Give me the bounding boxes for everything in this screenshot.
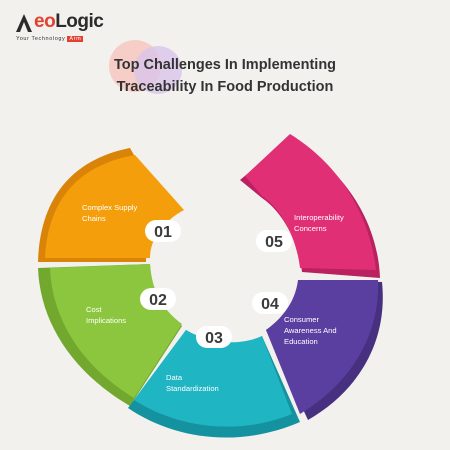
badge-04-number: 04	[261, 296, 279, 313]
page-title: Top Challenges In Implementing Traceabil…	[0, 54, 450, 98]
segment-03	[128, 330, 300, 438]
segment-01-label: Complex Supply Chains	[82, 203, 138, 223]
title-line-2: Traceability In Food Production	[116, 79, 334, 95]
badge-02-number: 02	[149, 292, 167, 309]
brand-name: eoLogic	[34, 11, 104, 32]
segment-04-label: Consumer Awareness And Education	[284, 315, 337, 346]
badge-02	[140, 288, 176, 310]
segment-03-label: Data Standardization	[166, 373, 219, 393]
badge-03-number: 03	[205, 330, 223, 347]
segment-05	[240, 134, 380, 278]
badge-04	[252, 292, 288, 314]
logo-a-icon	[16, 14, 32, 32]
badge-05-number: 05	[265, 234, 283, 251]
segment-05-label: Interoperability Concerns	[294, 213, 344, 233]
badge-03	[196, 326, 232, 348]
title-line-1: Top Challenges In Implementing	[113, 57, 337, 73]
badge-01-number: 01	[154, 224, 172, 241]
badge-05	[256, 230, 292, 252]
segment-02-label: Cost Implications	[86, 305, 127, 325]
badge-01	[145, 220, 181, 242]
segment-04	[266, 280, 383, 420]
